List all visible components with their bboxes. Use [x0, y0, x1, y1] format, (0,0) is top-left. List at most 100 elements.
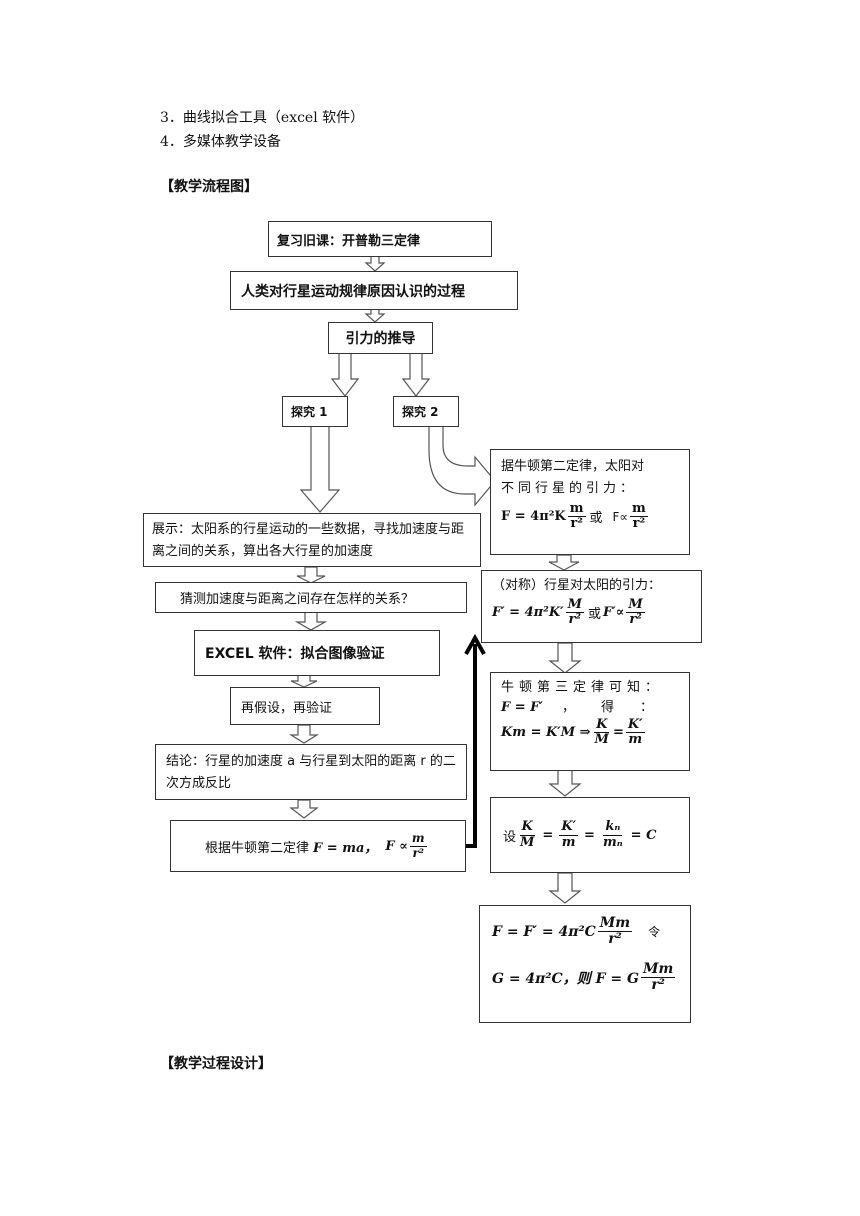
equals-3: = [584, 827, 595, 843]
symmetric-eq: F′ = 4π²K′ [492, 605, 564, 621]
frac-Mm-r2-2: Mm r² [640, 961, 676, 994]
third-law-line2: F = F′ ，得： [501, 698, 679, 718]
arrow-conclusion-newton [289, 799, 319, 819]
reassume-box: 再假设，再验证 [230, 687, 380, 725]
show-data-text: 展示：太阳系的行星运动的一些数据，寻找加速度与距离之间的关系，算出各大行星的加速… [152, 522, 465, 559]
frac-m-r2-a: m r² [567, 501, 586, 532]
frac-den: r² [570, 516, 583, 532]
explore1-box: 探究 1 [282, 396, 348, 427]
arrow-show-guess [296, 566, 326, 584]
frac-den: mₙ [602, 834, 623, 850]
history-text: 人类对行星运动规律原因认识的过程 [241, 283, 465, 300]
arrow-excel-reassume [290, 674, 318, 688]
frac-kn-mn: kₙ mₙ [601, 819, 625, 850]
or-text: 或 [589, 511, 603, 527]
frac-den: r² [651, 977, 665, 994]
frac-num: K′ [625, 717, 645, 734]
reassume-text: 再假设，再验证 [241, 700, 333, 716]
frac-num: K′ [559, 819, 579, 836]
symmetric-label: （对称）行星对太阳的引力： [492, 578, 662, 593]
frac-num: kₙ [603, 819, 623, 836]
arrow-derive-explore2 [401, 352, 431, 397]
process-heading: 【教学过程设计】 [160, 1056, 272, 1072]
history-box: 人类对行星运动规律原因认识的过程 [230, 271, 518, 310]
ling-text: 令 [648, 925, 661, 940]
frac-den: M [594, 732, 609, 748]
frac-num: m [409, 831, 427, 847]
frac-den: r² [629, 612, 642, 628]
frac-M-r2-b: M r² [626, 597, 645, 628]
newton2-prefix: 根据牛顿第二定律 [205, 840, 310, 856]
third-law-line3: Km = K′M ⇒ K M = K′ m [501, 717, 679, 748]
review-text: 复习旧课：开普勒三定律 [277, 233, 421, 249]
sun-force-formula: F = 4π²K m r² 或 F∝ m r² [501, 501, 679, 532]
set-label: 设 [503, 829, 517, 845]
frac-Mm-r2: Mm r² [597, 915, 633, 948]
arrow-explore2-sun [428, 425, 496, 507]
equals-1: = [612, 725, 624, 741]
connector-newton-right [466, 644, 477, 848]
arrow-sym-third [548, 642, 582, 674]
excel-box: EXCEL 软件：拟合图像验证 [194, 630, 440, 676]
arrow-history-derive [364, 307, 386, 323]
sun-force-box: 据牛顿第二定律，太阳对 不同行星的引力： F = 4π²K m r² 或 F∝ … [490, 449, 690, 555]
arrow-set-final [548, 872, 582, 904]
sun-force-prop: F∝ [612, 509, 628, 524]
connector-arrowhead [464, 633, 486, 655]
third-law-de: ，得： [561, 700, 679, 715]
sun-force-line1: 据牛顿第二定律，太阳对 [501, 459, 645, 474]
frac-m-over-r2: m r² [409, 831, 427, 860]
frac-num: K [519, 819, 535, 836]
explore2-text: 探究 2 [402, 405, 439, 419]
or-text-2: 或 [587, 607, 601, 623]
explore1-text: 探究 1 [291, 405, 328, 419]
newton2-box: 根据牛顿第二定律 F = ma， F ∝ m r² [170, 820, 466, 872]
frac-num: m [630, 501, 648, 518]
equals-2: = [542, 827, 554, 843]
arrow-third-set [548, 769, 582, 797]
frac-den: m [561, 834, 576, 850]
excel-text: EXCEL 软件：拟合图像验证 [205, 646, 385, 662]
sun-force-line2: 不同行星的引力： [501, 481, 638, 496]
final-line1: F = F′ = 4π²C Mm r² 令 [492, 915, 678, 948]
frac-m-r2-b: m r² [630, 501, 648, 532]
frac-num: M [565, 597, 584, 614]
symmetric-formula: F′ = 4π²K′ M r² 或 F′∝ M r² [492, 597, 691, 628]
frac-den: r² [412, 845, 425, 860]
conclusion-box: 结论：行星的加速度 a 与行星到太阳的距离 r 的二次方成反比 [155, 744, 467, 800]
newton2-prop: F ∝ [385, 838, 408, 854]
conclusion-text: 结论：行星的加速度 a 与行星到太阳的距离 r 的二次方成反比 [166, 754, 456, 791]
explore2-box: 探究 2 [393, 396, 459, 427]
arrow-review-history [364, 254, 386, 272]
frac-Kp-m: K′ m [625, 717, 645, 748]
guess-box: 猜测加速度与距离之间存在怎样的关系？ [155, 582, 467, 613]
final-law-box: F = F′ = 4π²C Mm r² 令 G = 4π²C，则 F = G M… [479, 905, 691, 1023]
guess-text: 猜测加速度与距离之间存在怎样的关系？ [180, 592, 415, 607]
flowchart-heading: 【教学流程图】 [160, 179, 258, 195]
frac-den: M [520, 834, 535, 850]
final-eq1: F = F′ = 4π²C [492, 923, 596, 940]
arrow-sun-sym [548, 554, 580, 571]
sun-force-eq: F = 4π²K [501, 509, 566, 525]
third-law-line1: 牛顿第三定律可知： [501, 680, 664, 695]
frac-num: K [594, 717, 610, 734]
show-data-box: 展示：太阳系的行星运动的一些数据，寻找加速度与距离之间的关系，算出各大行星的加速… [143, 513, 481, 567]
frac-Kp-m-2: K′ m [559, 819, 579, 850]
arrow-explore1-show [299, 425, 341, 513]
frac-num: m [567, 501, 586, 518]
frac-den: m [628, 732, 643, 748]
third-law-eq1: F = F′ [501, 700, 543, 715]
frac-num: Mm [597, 915, 633, 933]
third-law-eq2: Km = K′M ⇒ [501, 725, 591, 741]
equals-C: = C [630, 827, 657, 843]
list-item-4: 4．多媒体教学设备 [160, 134, 281, 150]
third-law-box: 牛顿第三定律可知： F = F′ ，得： Km = K′M ⇒ K M = K′… [490, 672, 690, 771]
frac-den: r² [632, 516, 646, 532]
symmetric-force-box: （对称）行星对太阳的引力： F′ = 4π²K′ M r² 或 F′∝ M r² [481, 570, 702, 643]
set-constant-box: 设 K M = K′ m = kₙ mₙ = C [490, 797, 690, 873]
frac-K-M-2: K M [518, 819, 536, 850]
arrow-derive-explore1 [330, 352, 360, 397]
newton2-eq: F = ma， [313, 840, 378, 856]
symmetric-prop: F′∝ [603, 605, 625, 621]
frac-num: M [626, 597, 645, 614]
